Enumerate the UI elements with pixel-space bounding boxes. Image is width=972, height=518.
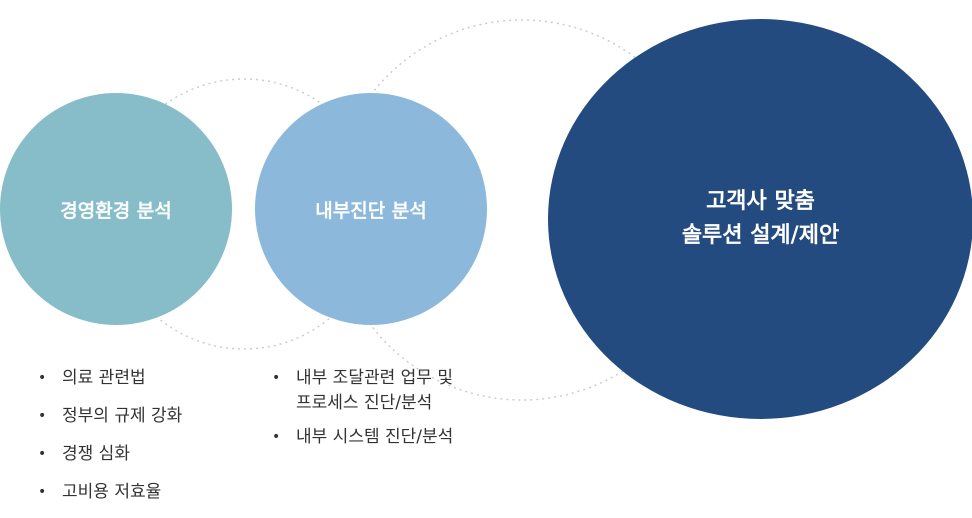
list-item-text: 정부의 규제 강화 [62, 406, 183, 426]
circle-label-line-2: 솔루션 설계/제안 [681, 223, 840, 248]
bullet: • [272, 429, 281, 445]
bullet: • [38, 408, 47, 424]
circle-internal-diagnosis-analysis: 내부진단 분석 [255, 93, 487, 325]
internal-diagnosis-list: • 내부 조달관련 업무 및 프로세스 진단/분석 • 내부 시스템 진단/분석 [268, 366, 508, 463]
list-item-text: 경쟁 심화 [62, 444, 130, 464]
bullet: • [38, 484, 47, 500]
circle-label: 경영환경 분석 [60, 199, 172, 222]
list-item-text-line-2: 프로세스 진단/분석 [296, 393, 433, 413]
list-item: • 의료 관련법 [34, 366, 244, 391]
environment-factor-list: • 의료 관련법 • 정부의 규제 강화 • 경쟁 심화 • 고비용 저효율 [34, 366, 244, 518]
bullet: • [38, 446, 47, 462]
circle-label: 내부진단 분석 [315, 199, 427, 222]
circle-business-environment-analysis: 경영환경 분석 [0, 93, 232, 325]
circle-label-line-1: 고객사 맞춤 [706, 189, 815, 214]
list-item-text: 고비용 저효율 [62, 482, 162, 502]
list-item-text: 내부 시스템 진단/분석 [296, 427, 454, 447]
list-item: • 고비용 저효율 [34, 480, 244, 505]
list-item: • 경쟁 심화 [34, 442, 244, 467]
list-item-text: 의료 관련법 [62, 368, 146, 388]
bullet: • [38, 370, 47, 386]
list-item-text-line-1: 내부 조달관련 업무 및 [296, 368, 453, 388]
list-item: • 정부의 규제 강화 [34, 404, 244, 429]
list-item: • 내부 조달관련 업무 및 프로세스 진단/분석 [268, 366, 508, 416]
bullet: • [272, 370, 281, 386]
circle-custom-solution-proposal: 고객사 맞춤 솔루션 설계/제안 [548, 19, 972, 419]
list-item: • 내부 시스템 진단/분석 [268, 425, 508, 450]
